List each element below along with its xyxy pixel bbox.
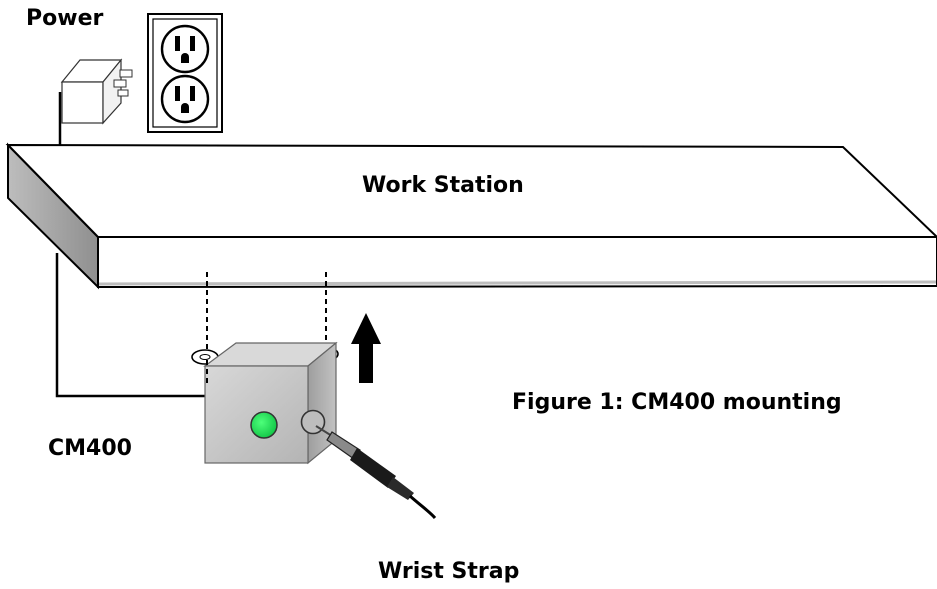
arrow-up-icon — [351, 313, 381, 383]
figure-caption: Figure 1: CM400 mounting — [512, 390, 842, 415]
power-adapter-icon — [60, 58, 133, 125]
work-station-bench — [5, 142, 937, 290]
work-station-label: Work Station — [362, 173, 524, 198]
duplex-outlet-icon — [147, 13, 223, 133]
device-label: CM400 — [48, 436, 132, 461]
power-label: Power — [26, 6, 104, 31]
status-led — [250, 411, 278, 439]
ground-cord — [55, 253, 206, 398]
jack-plug-icon — [315, 425, 437, 519]
wrist-strap-label: Wrist Strap — [378, 559, 520, 584]
cm400-device — [203, 341, 338, 465]
